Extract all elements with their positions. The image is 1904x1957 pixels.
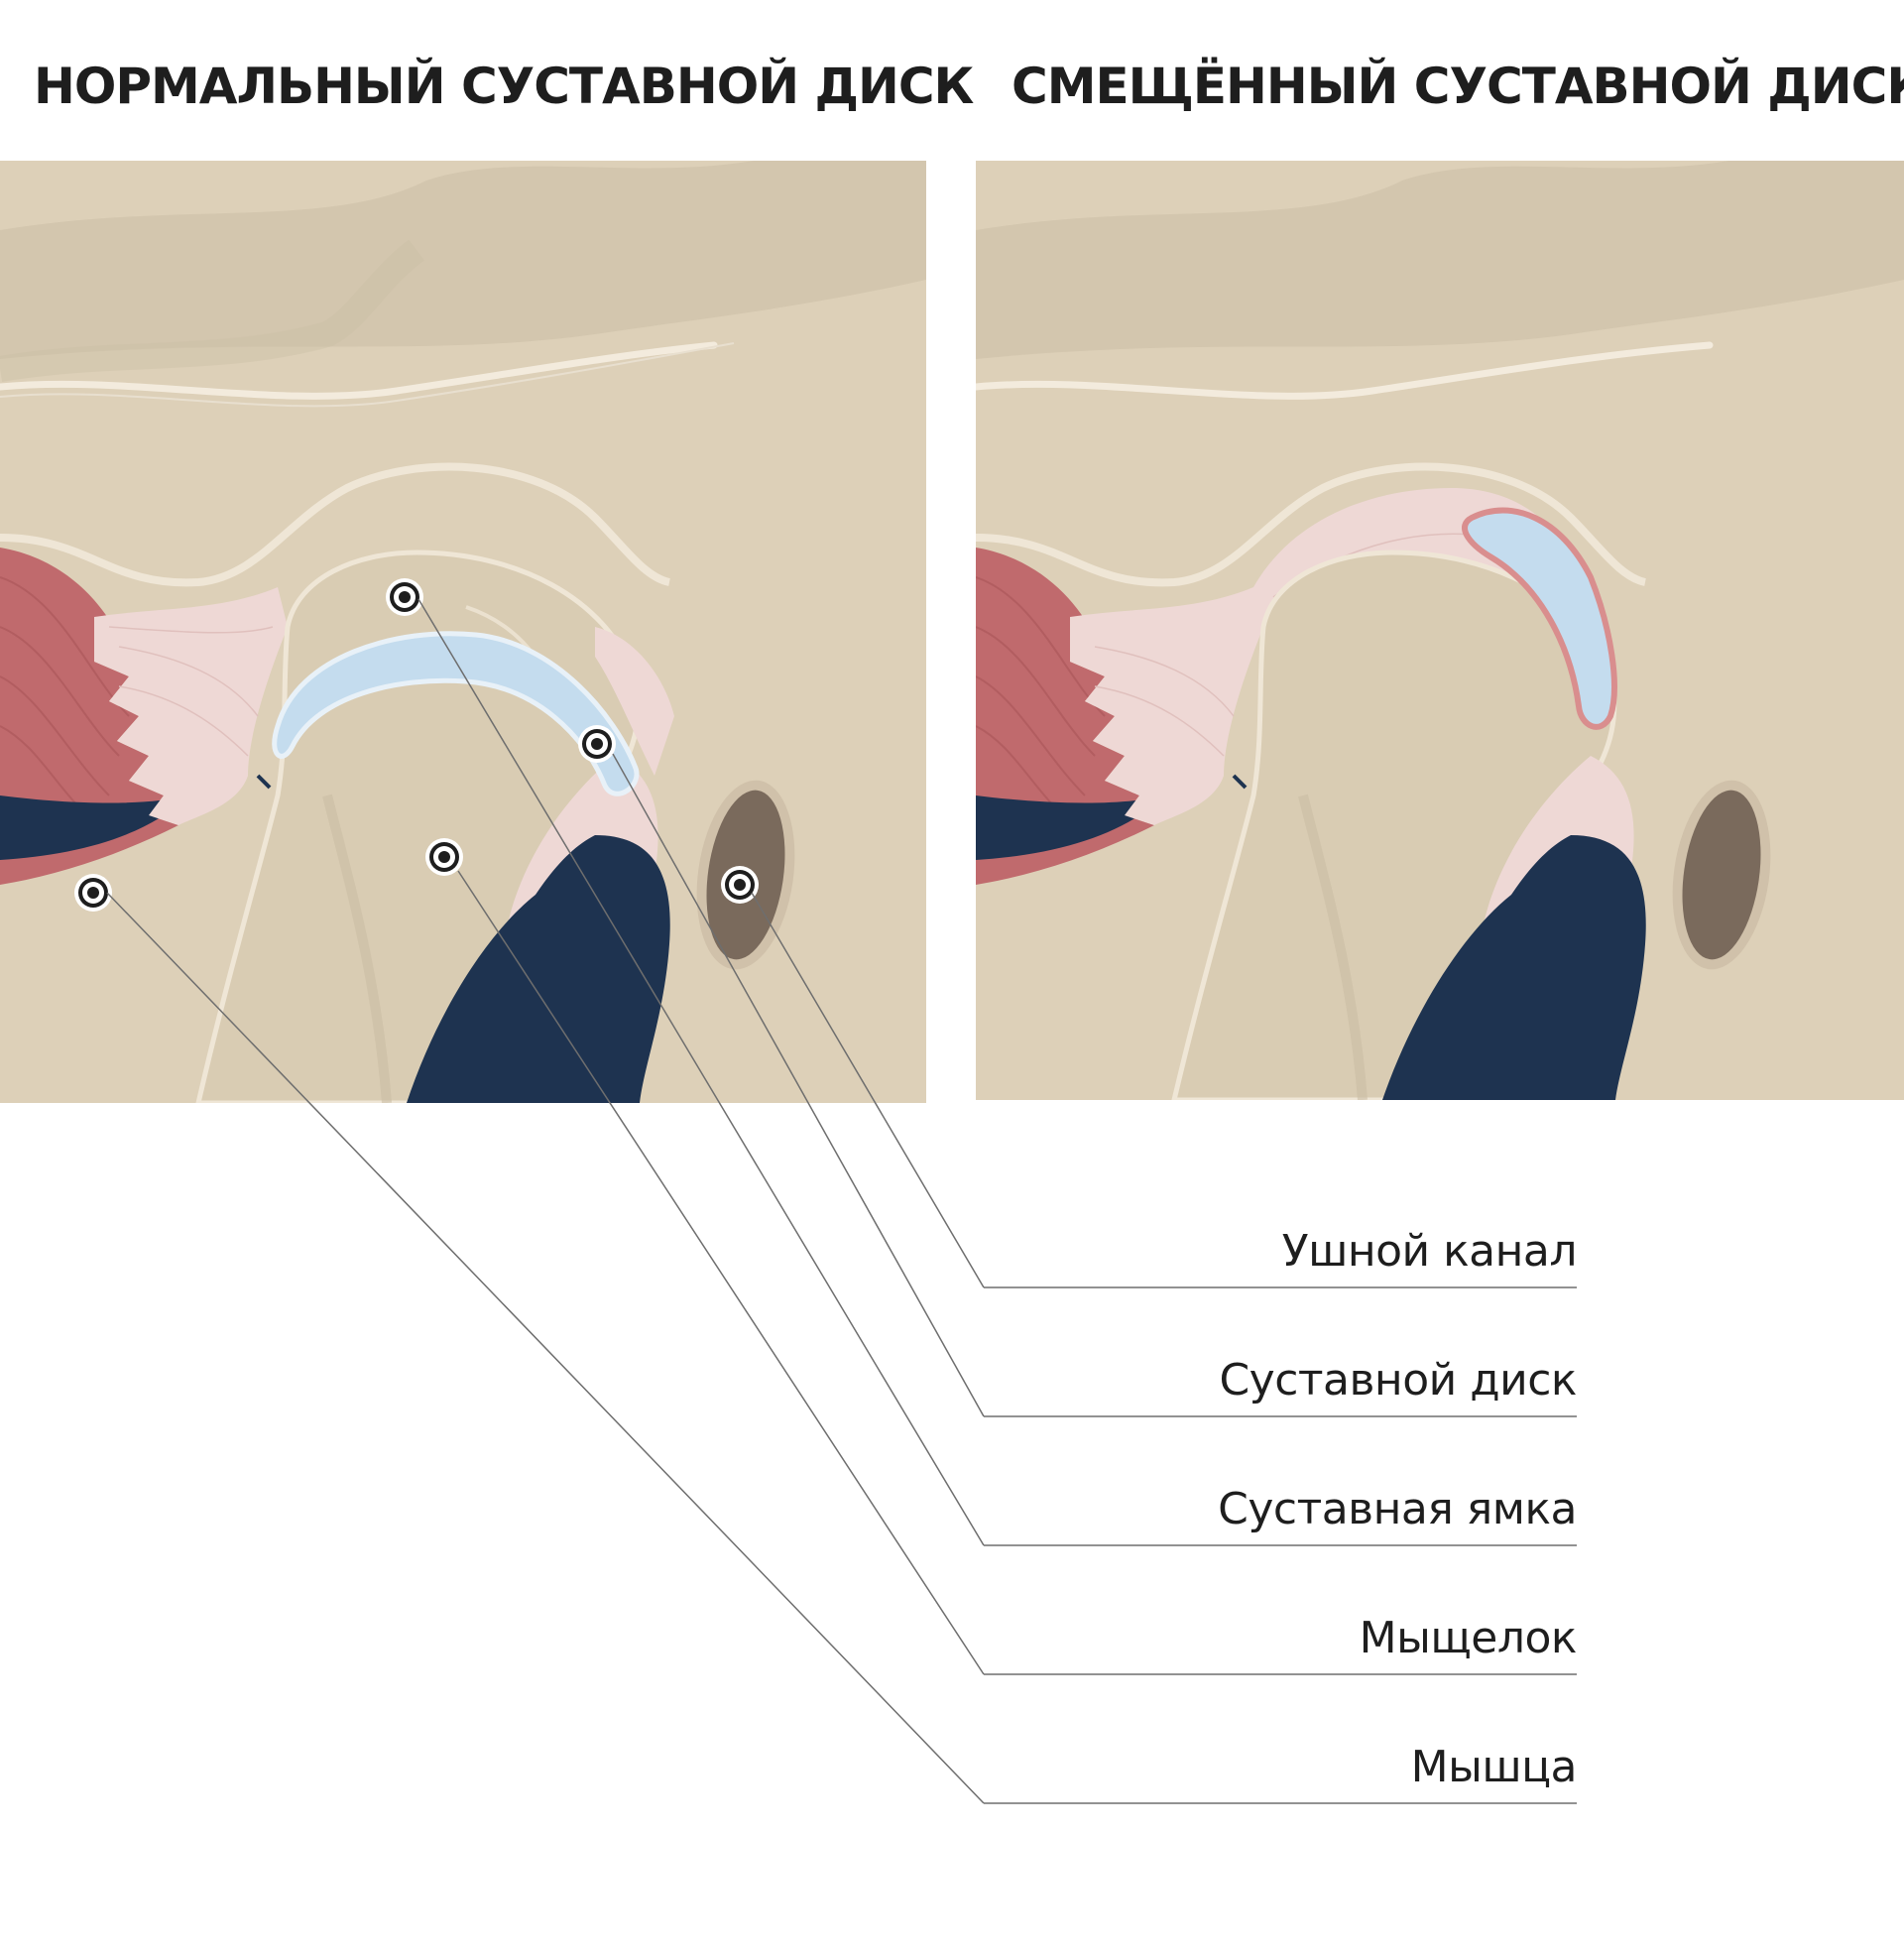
marker-fossa <box>386 578 423 616</box>
suture-line <box>976 341 1714 400</box>
legend-ear-canal: Ушной канал <box>1281 1226 1578 1277</box>
legend-articular-fossa: Суставная ямка <box>1218 1484 1577 1534</box>
displaced-disc-illustration <box>976 161 1904 1100</box>
dark-tissue-lower <box>1382 835 1646 1100</box>
dark-tissue <box>976 795 1164 860</box>
normal-disc-illustration <box>0 161 926 1103</box>
fossa-outline <box>976 462 1647 587</box>
marker-muscle <box>74 874 112 912</box>
legend-condyle: Мыщелок <box>1359 1613 1578 1663</box>
displaced-disc-title: СМЕЩЁННЫЙ СУСТАВНОЙ ДИСК <box>1012 58 1904 115</box>
fossa-outline <box>0 462 671 587</box>
legend-articular-disc: Суставной диск <box>1219 1355 1577 1406</box>
legend-muscle: Мышца <box>1410 1742 1578 1792</box>
normal-disc-title: НОРМАЛЬНЫЙ СУСТАВНОЙ ДИСК <box>34 58 974 115</box>
ear-canal <box>1682 790 1761 960</box>
suture-line <box>0 341 718 400</box>
marker-ear-canal <box>721 866 759 904</box>
dark-tissue <box>0 795 188 860</box>
posterior-ligament <box>94 587 288 825</box>
skull-shading <box>976 161 1904 359</box>
marker-disc <box>578 725 616 763</box>
marker-condyle <box>425 838 463 876</box>
skull-shading <box>0 161 926 359</box>
displaced-articular-disc <box>1461 507 1617 730</box>
